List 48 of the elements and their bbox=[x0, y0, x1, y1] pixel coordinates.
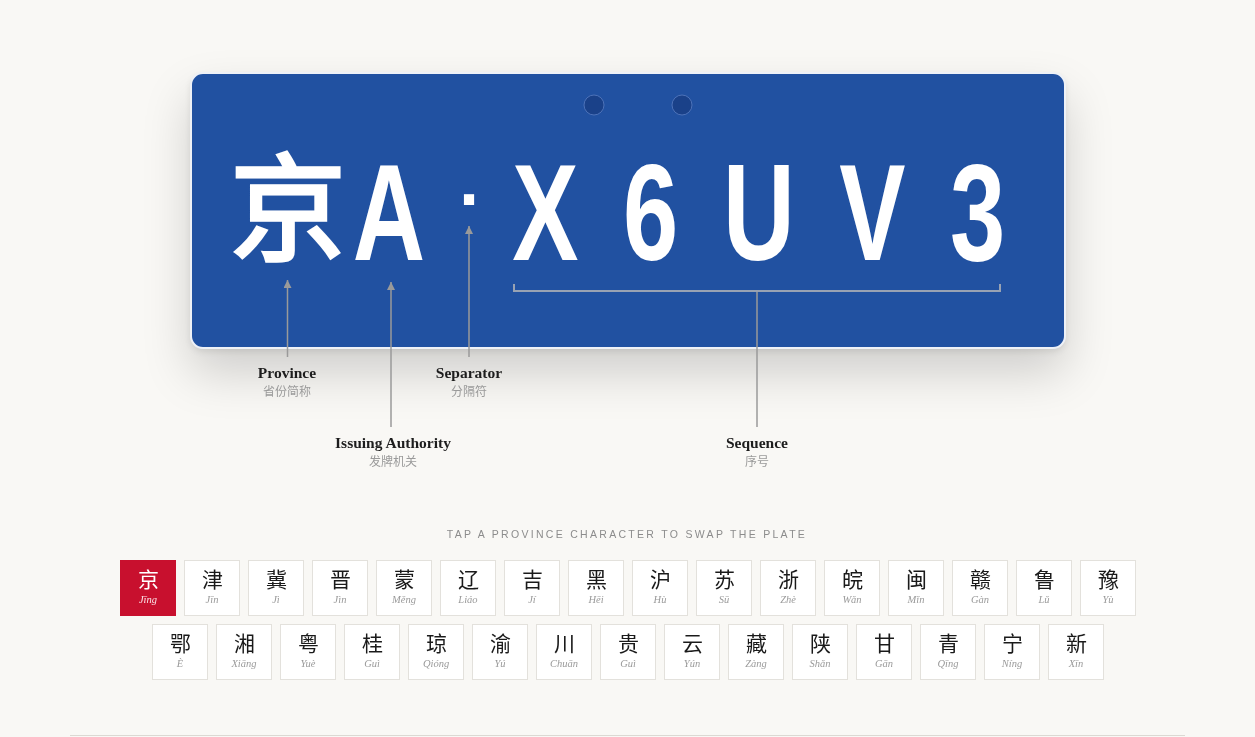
callout-sublabel: 发牌机关 bbox=[369, 454, 417, 471]
province-button: 贵 Guì bbox=[600, 624, 656, 680]
province-button: 川 Chuān bbox=[536, 624, 592, 680]
plate-character: A bbox=[355, 144, 427, 282]
plate-character: 京 bbox=[230, 150, 345, 280]
leader-line bbox=[465, 225, 473, 358]
province-button: 辽 Liáo bbox=[440, 560, 496, 616]
province-button: 琼 Qióng bbox=[408, 624, 464, 680]
province-button: 桂 Guì bbox=[344, 624, 400, 680]
province-button: 鄂 È bbox=[152, 624, 208, 680]
callout-label: Sequence bbox=[726, 433, 788, 453]
callout-label: Separator bbox=[435, 363, 503, 383]
province-button: 津 Jīn bbox=[184, 560, 240, 616]
province-button: 豫 Yù bbox=[1080, 560, 1136, 616]
province-button: 藏 Zàng bbox=[728, 624, 784, 680]
province-button: 吉 Jí bbox=[504, 560, 560, 616]
callout-label: Issuing Authority bbox=[335, 433, 451, 453]
instruction-text: TAP A PROVINCE CHARACTER TO SWAP THE PLATE bbox=[446, 527, 808, 542]
province-button: 蒙 Měng bbox=[376, 560, 432, 616]
province-button: 粤 Yuè bbox=[280, 624, 336, 680]
province-button: 新 Xīn bbox=[1048, 624, 1104, 680]
province-button: 京 Jīng bbox=[120, 560, 176, 616]
province-button: 云 Yún bbox=[664, 624, 720, 680]
province-button: 青 Qīng bbox=[920, 624, 976, 680]
province-button: 赣 Gàn bbox=[952, 560, 1008, 616]
province-button: 湘 Xiāng bbox=[216, 624, 272, 680]
leader-line bbox=[387, 281, 395, 428]
province-button: 渝 Yú bbox=[472, 624, 528, 680]
province-button: 黑 Hēi bbox=[568, 560, 624, 616]
province-button: 冀 Jì bbox=[248, 560, 304, 616]
province-button: 晋 Jìn bbox=[312, 560, 368, 616]
callout-label: Province bbox=[257, 363, 317, 383]
callout-sublabel: 序号 bbox=[745, 454, 769, 471]
province-button: 沪 Hù bbox=[632, 560, 688, 616]
leader-line bbox=[283, 279, 292, 358]
callout-sublabel: 分隔符 bbox=[451, 384, 487, 401]
province-button: 皖 Wǎn bbox=[824, 560, 880, 616]
province-button: 陕 Shǎn bbox=[792, 624, 848, 680]
province-button: 宁 Níng bbox=[984, 624, 1040, 680]
callout-sublabel: 省份简称 bbox=[263, 384, 311, 401]
leader-line bbox=[756, 291, 758, 428]
province-button: 鲁 Lǔ bbox=[1016, 560, 1072, 616]
province-button: 浙 Zhè bbox=[760, 560, 816, 616]
license-plate bbox=[190, 72, 1066, 349]
province-button: 闽 Mǐn bbox=[888, 560, 944, 616]
province-button: 苏 Sū bbox=[696, 560, 752, 616]
province-button: 甘 Gān bbox=[856, 624, 912, 680]
separator-dot: · bbox=[459, 172, 479, 226]
